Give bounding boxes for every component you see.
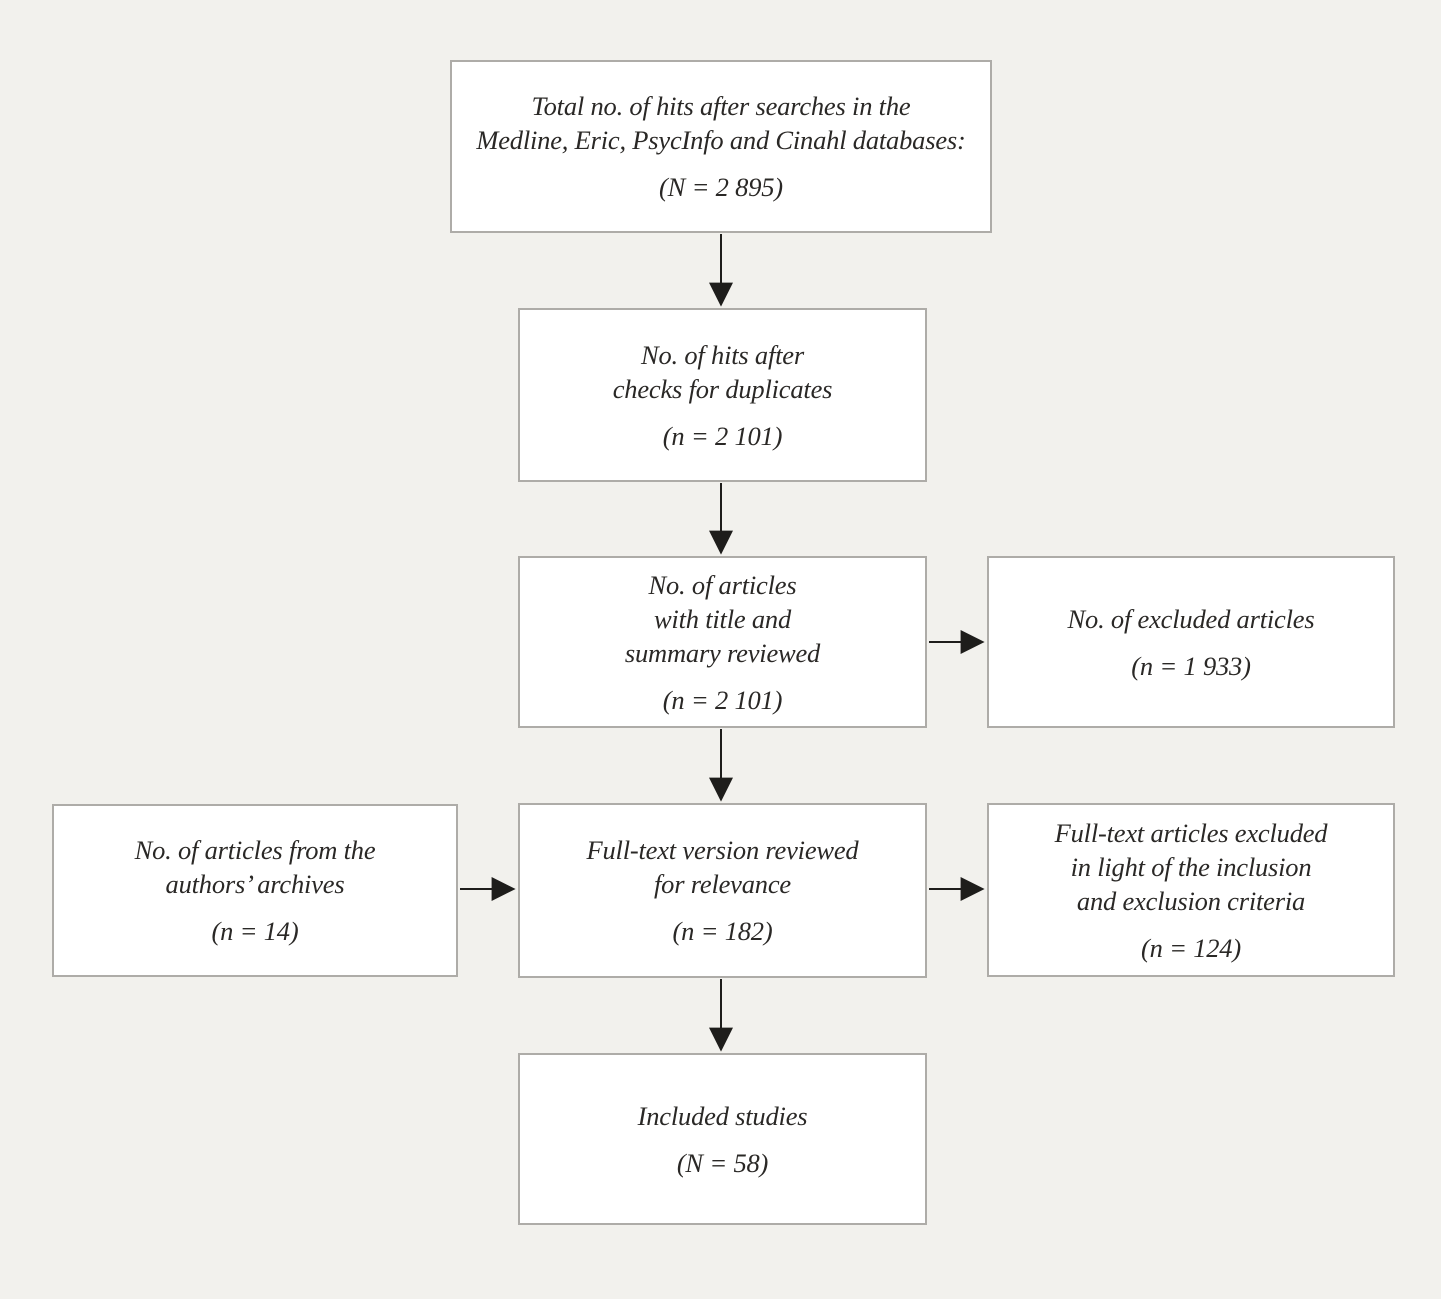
flow-box-excluded-articles: No. of excluded articles (n = 1 933) (987, 556, 1395, 728)
box-text-line: No. of excluded articles (1067, 603, 1315, 634)
box-text: Total no. of hits after searches in the … (476, 89, 965, 157)
box-text-line: and exclusion criteria (1076, 885, 1306, 916)
box-text-line: Total no. of hits after searches in the (531, 91, 911, 121)
box-text-line: No. of articles from the (134, 835, 376, 865)
box-text-line: in light of the inclusion (1070, 851, 1312, 882)
box-text: Full-text version reviewed for relevance (587, 833, 859, 901)
box-text-line: Full-text articles excluded (1054, 817, 1328, 848)
box-text-line: No. of hits after (641, 339, 804, 370)
box-text-line: authors’ archives (165, 869, 345, 899)
flow-box-duplicates: No. of hits after checks for duplicates … (518, 308, 927, 482)
box-text-line: Medline, Eric, PsycInfo and Cinahl datab… (476, 125, 966, 155)
box-count-value: (n = 2 101) (662, 420, 783, 451)
box-count-value: (n = 14) (211, 916, 299, 946)
box-text-line: with title and (653, 603, 792, 634)
flow-box-title-summary-reviewed: No. of articles with title and summary r… (518, 556, 927, 728)
box-text-line: No. of articles (648, 569, 797, 600)
box-text-line: Full-text version reviewed (586, 835, 859, 865)
flow-box-fulltext-excluded: Full-text articles excluded in light of … (987, 803, 1395, 977)
box-text-line: checks for duplicates (612, 373, 833, 404)
flow-box-fulltext-review: Full-text version reviewed for relevance… (518, 803, 927, 978)
box-text-line: for relevance (654, 869, 791, 899)
box-text: No. of articles from the authors’ archiv… (135, 833, 376, 901)
box-count-value: (n = 124) (1141, 932, 1241, 963)
box-count-value: (n = 182) (672, 916, 773, 946)
box-text: No. of hits after checks for duplicates (613, 338, 833, 406)
flow-box-total-hits: Total no. of hits after searches in the … (450, 60, 992, 233)
box-text-line: Included studies (637, 1100, 808, 1131)
box-count-value: (n = 2 101) (662, 684, 783, 715)
box-count-value: (N = 58) (676, 1147, 769, 1178)
box-text: Full-text articles excluded in light of … (1055, 816, 1328, 918)
box-text: Included studies (638, 1099, 808, 1133)
box-count-value: (N = 2 895) (659, 172, 783, 202)
flow-box-authors-archives: No. of articles from the authors’ archiv… (52, 804, 458, 977)
box-text-line: summary reviewed (624, 637, 821, 668)
box-text: No. of articles with title and summary r… (625, 568, 820, 670)
box-text: No. of excluded articles (1068, 602, 1315, 636)
flow-box-included-studies: Included studies (N = 58) (518, 1053, 927, 1225)
box-count-value: (n = 1 933) (1131, 650, 1251, 681)
